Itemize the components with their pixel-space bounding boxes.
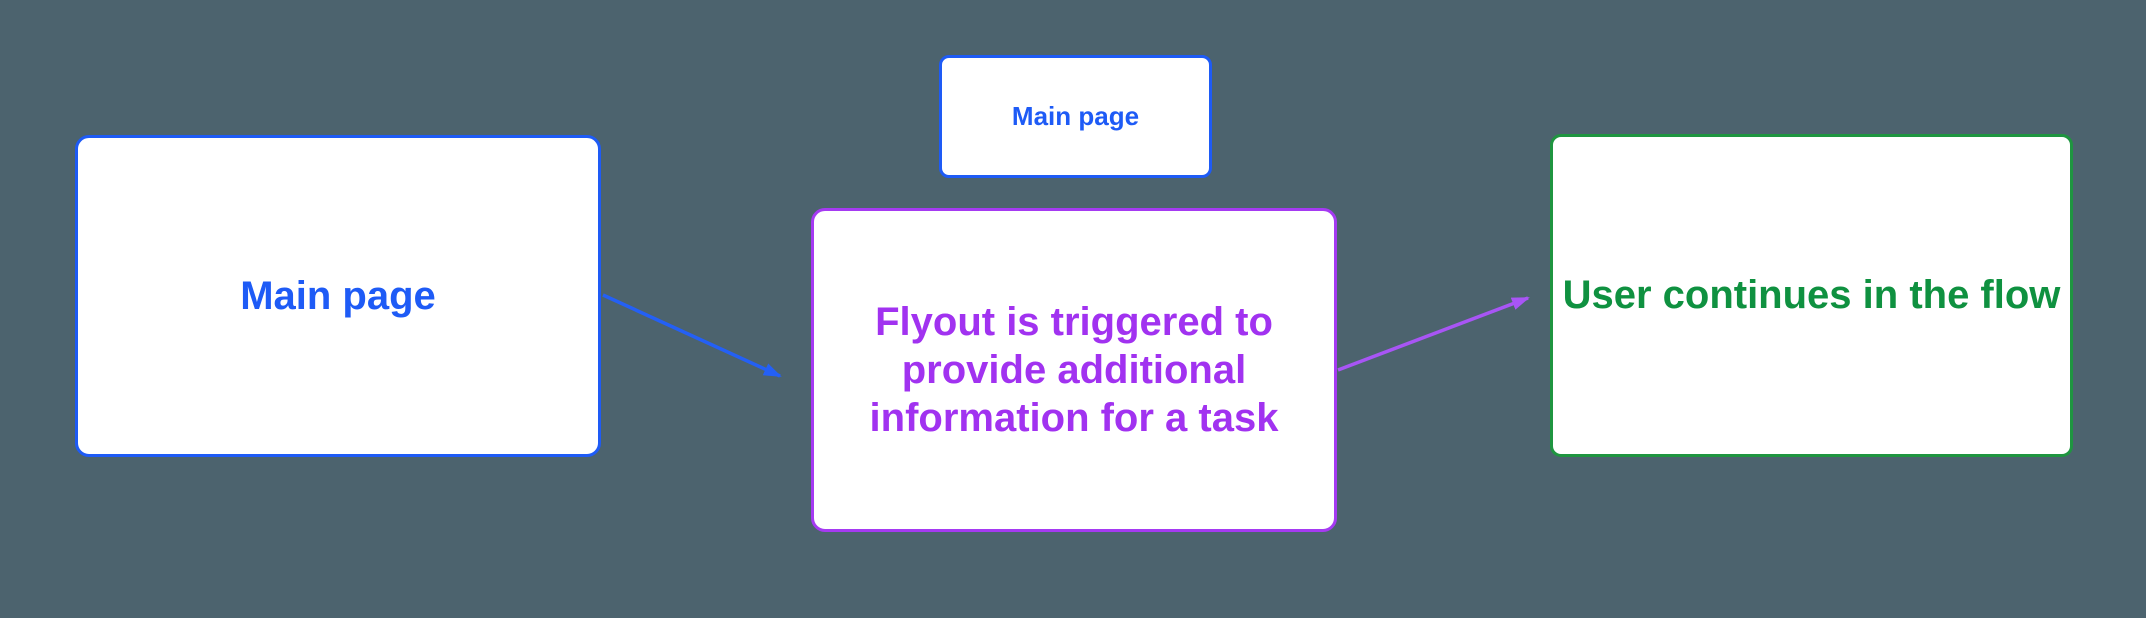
arrow-main-to-flyout[interactable]	[602, 293, 782, 378]
arrow-flyout-to-continue[interactable]	[1337, 296, 1530, 372]
node-flyout-info-label: Flyout is triggered to provide additiona…	[869, 300, 1279, 440]
node-flyout-info[interactable]: Flyout is triggered to provide additiona…	[811, 208, 1337, 532]
node-main-page-small[interactable]: Main page	[939, 55, 1212, 178]
node-main-page[interactable]: Main page	[75, 135, 601, 457]
node-user-continues-flow-label: User continues in the flow	[1562, 273, 2061, 317]
node-user-continues-flow[interactable]: User continues in the flow	[1550, 134, 2073, 457]
node-main-page-small-label: Main page	[1011, 101, 1140, 131]
node-main-page-label: Main page	[240, 273, 436, 318]
